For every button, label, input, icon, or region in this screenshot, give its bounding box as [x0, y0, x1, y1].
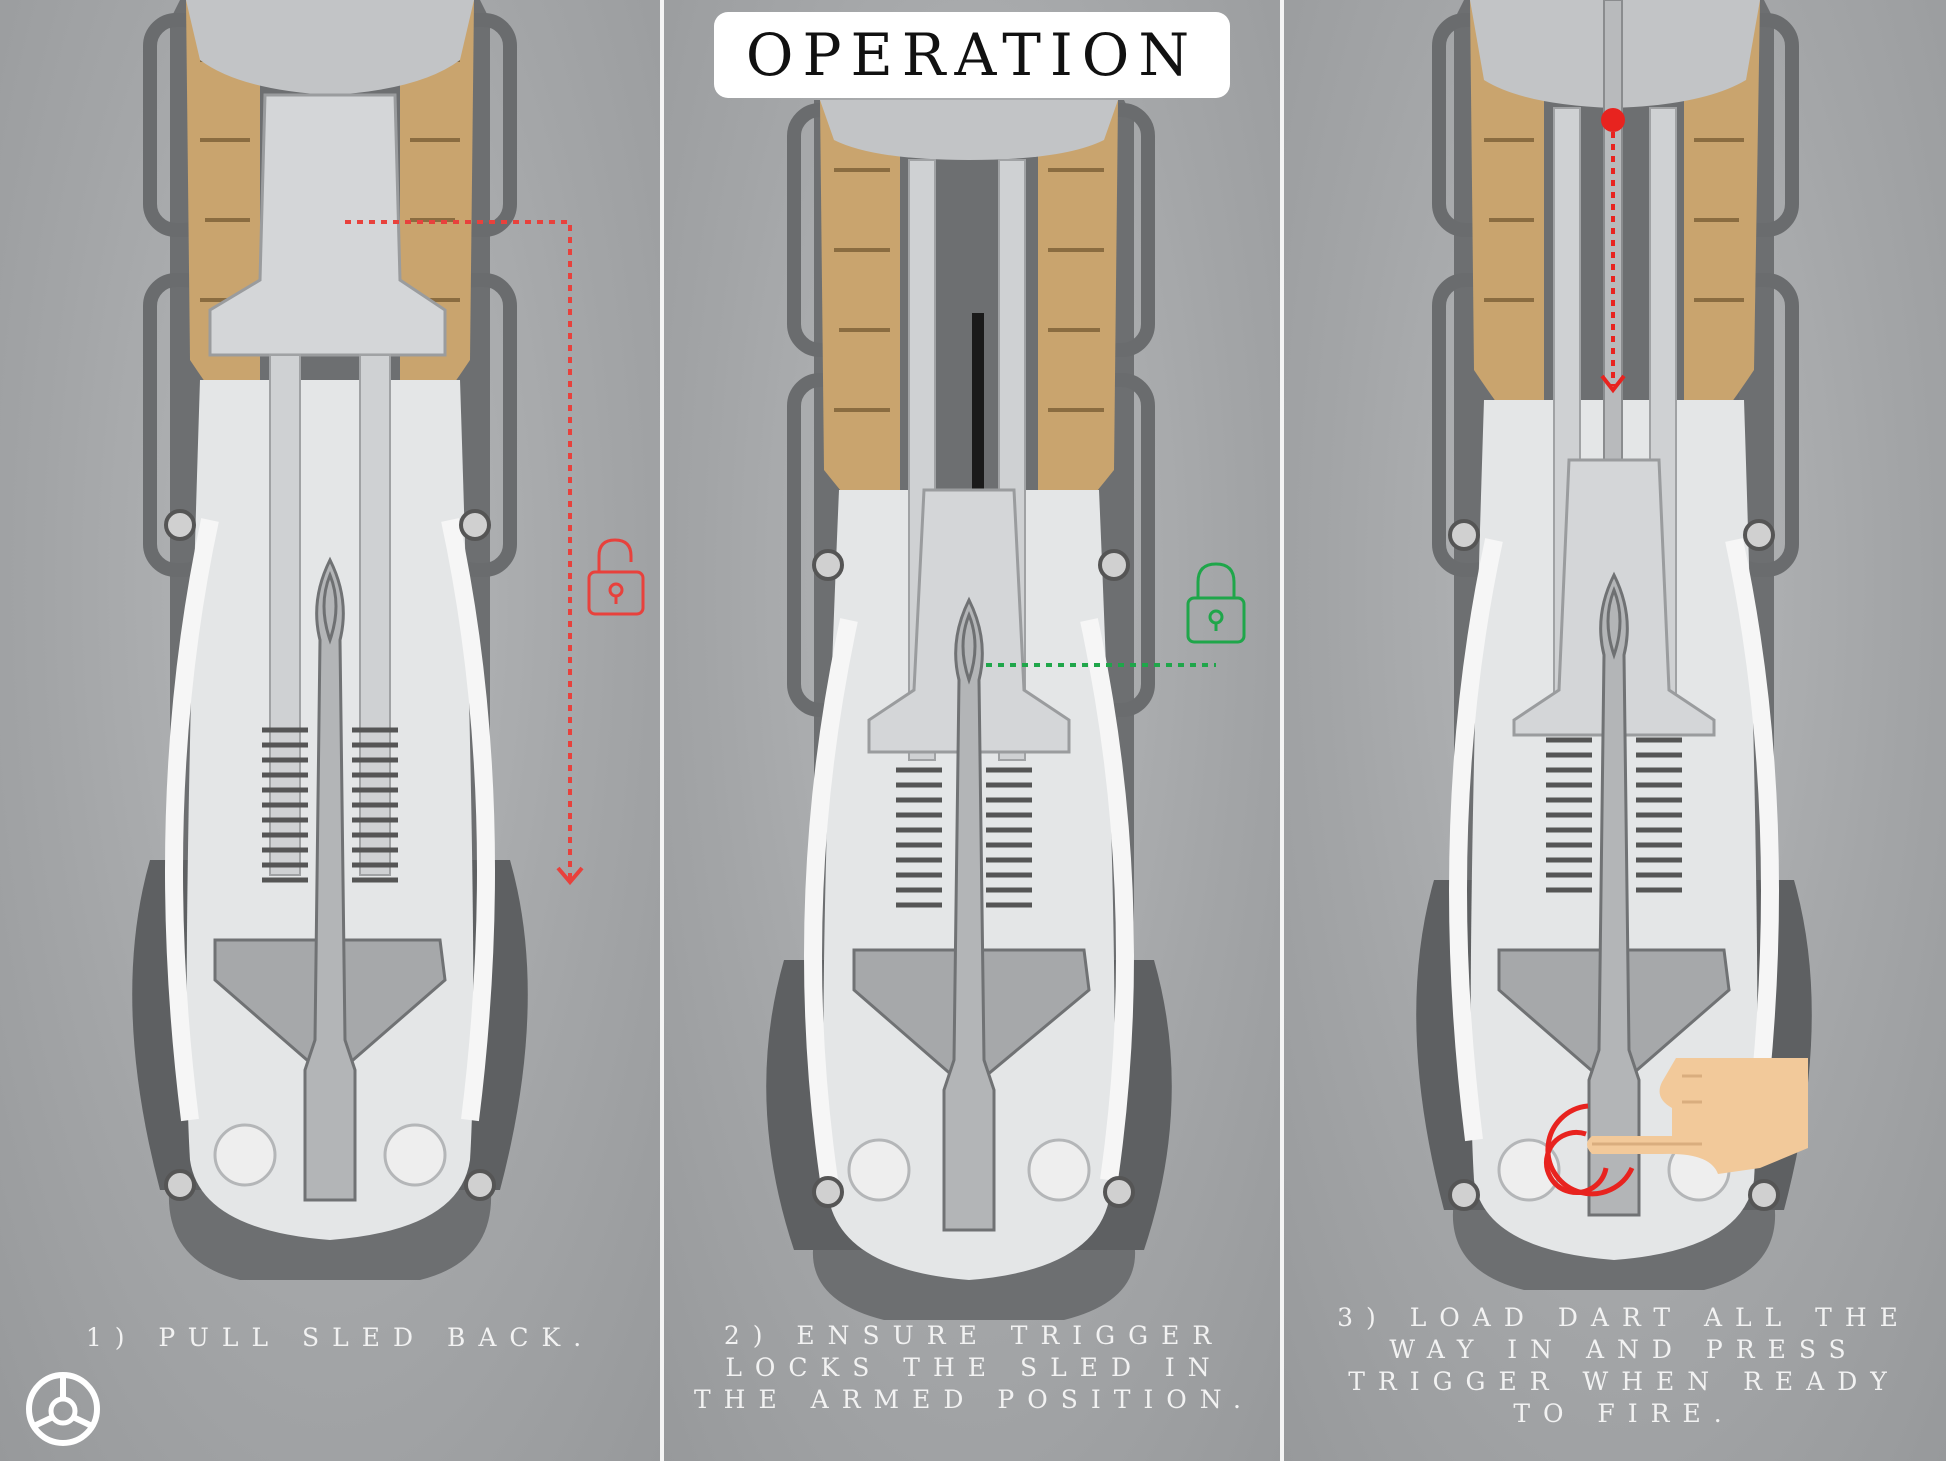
page-title: OPERATION [745, 21, 1199, 89]
step-3-panel: 3) LOAD DART ALL THE WAY IN AND PRESS TR… [1284, 0, 1946, 1461]
step-1-panel: 1) PULL SLED BACK. [0, 0, 660, 1461]
step-2-caption: 2) ENSURE TRIGGER LOCKS THE SLED IN THE … [694, 1321, 1254, 1414]
launcher-device-image [132, 0, 528, 1280]
panel-divider [1280, 0, 1284, 1461]
title-banner: OPERATION [714, 12, 1230, 98]
panel-divider [660, 0, 664, 1461]
step-1-caption: 1) PULL SLED BACK. [85, 1323, 595, 1352]
tri-spoke-logo-icon [26, 1372, 100, 1446]
step-3-caption: 3) LOAD DART ALL THE WAY IN AND PRESS TR… [1337, 1303, 1911, 1428]
step-2-panel: 2) ENSURE TRIGGER LOCKS THE SLED IN THE … [664, 0, 1280, 1461]
launcher-device-image [1416, 0, 1812, 1290]
launcher-device-image [766, 100, 1172, 1320]
